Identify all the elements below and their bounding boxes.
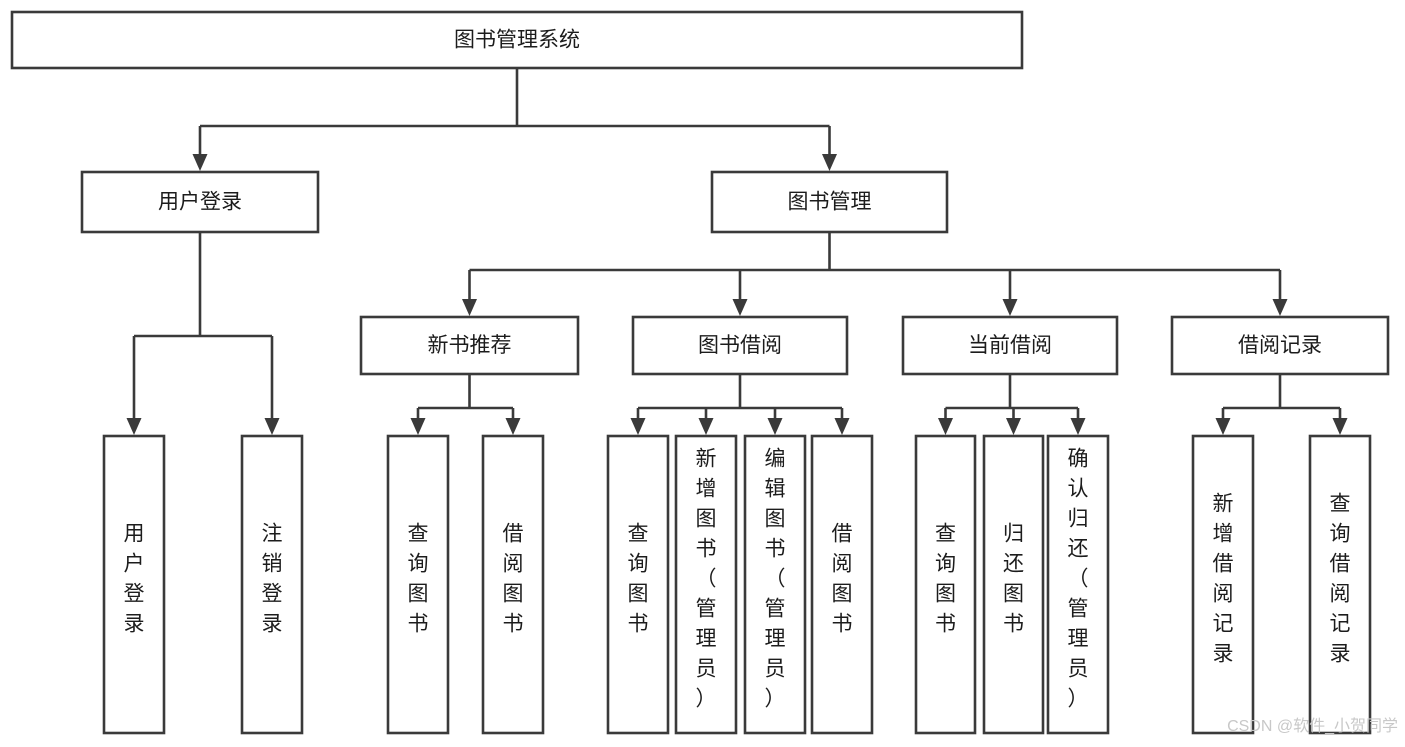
node-leaf-query-book-2[interactable]: 查询图书 bbox=[606, 434, 670, 735]
node-leaf-user-logout-box bbox=[240, 434, 304, 735]
node-layer: 图书管理系统用户登录图书管理新书推荐图书借阅当前借阅借阅记录用户登录注销登录查询… bbox=[10, 10, 1390, 735]
node-leaf-edit-book-box bbox=[743, 434, 807, 735]
node-leaf-borrow-book-2-label: 借阅图书 bbox=[832, 523, 853, 636]
node-leaf-return-book-box bbox=[982, 434, 1045, 735]
node-new-book-recommend-box bbox=[359, 315, 580, 376]
node-leaf-add-book-box bbox=[674, 434, 738, 735]
node-leaf-edit-book[interactable]: 编辑图书（管理员） bbox=[743, 434, 807, 735]
node-leaf-borrow-book-1-label: 借阅图书 bbox=[503, 523, 524, 636]
node-leaf-query-book-1-label: 查询图书 bbox=[408, 523, 429, 636]
node-leaf-add-book[interactable]: 新增图书（管理员） bbox=[674, 434, 738, 735]
node-leaf-query-book-3-label: 查询图书 bbox=[935, 523, 956, 636]
node-leaf-add-record-label: 新增借阅记录 bbox=[1213, 493, 1234, 666]
node-user-login[interactable]: 用户登录 bbox=[80, 170, 320, 234]
node-borrow-record-box bbox=[1170, 315, 1390, 376]
node-leaf-query-book-1-box bbox=[386, 434, 450, 735]
node-leaf-add-record[interactable]: 新增借阅记录 bbox=[1191, 434, 1255, 735]
watermark-label: CSDN @软件_小贺同学 bbox=[1227, 717, 1398, 735]
node-leaf-borrow-book-1[interactable]: 借阅图书 bbox=[481, 434, 545, 735]
node-borrow-record[interactable]: 借阅记录 bbox=[1170, 315, 1390, 376]
node-leaf-query-book-2-box bbox=[606, 434, 670, 735]
node-book-management-label: 图书管理 bbox=[788, 191, 872, 214]
node-book-borrow[interactable]: 图书借阅 bbox=[631, 315, 849, 376]
node-book-management-box bbox=[710, 170, 949, 234]
node-leaf-query-record-box bbox=[1308, 434, 1372, 735]
node-leaf-confirm-return[interactable]: 确认归还（管理员） bbox=[1046, 434, 1110, 735]
node-leaf-return-book[interactable]: 归还图书 bbox=[982, 434, 1045, 735]
node-new-book-recommend[interactable]: 新书推荐 bbox=[359, 315, 580, 376]
node-root[interactable]: 图书管理系统 bbox=[10, 10, 1024, 70]
node-leaf-edit-book-label: 编辑图书（管理员） bbox=[765, 448, 786, 711]
node-user-login-label: 用户登录 bbox=[158, 191, 242, 214]
node-leaf-add-record-box bbox=[1191, 434, 1255, 735]
node-leaf-query-book-2-label: 查询图书 bbox=[628, 523, 649, 636]
node-leaf-user-logout-label: 注销登录 bbox=[262, 523, 283, 636]
node-leaf-query-book-3[interactable]: 查询图书 bbox=[914, 434, 977, 735]
node-leaf-query-record[interactable]: 查询借阅记录 bbox=[1308, 434, 1372, 735]
node-leaf-query-book-1[interactable]: 查询图书 bbox=[386, 434, 450, 735]
node-book-borrow-label: 图书借阅 bbox=[698, 334, 782, 357]
connector-layer bbox=[126, 68, 1348, 435]
node-leaf-user-logout[interactable]: 注销登录 bbox=[240, 434, 304, 735]
node-root-box bbox=[10, 10, 1024, 70]
node-current-borrow-label: 当前借阅 bbox=[968, 334, 1052, 357]
node-leaf-borrow-book-2[interactable]: 借阅图书 bbox=[810, 434, 874, 735]
node-leaf-confirm-return-box bbox=[1046, 434, 1110, 735]
node-current-borrow-box bbox=[901, 315, 1119, 376]
node-leaf-confirm-return-label: 确认归还（管理员） bbox=[1068, 448, 1089, 711]
node-book-management[interactable]: 图书管理 bbox=[710, 170, 949, 234]
node-leaf-user-login[interactable]: 用户登录 bbox=[102, 434, 166, 735]
node-leaf-return-book-label: 归还图书 bbox=[1003, 523, 1024, 636]
node-root-label: 图书管理系统 bbox=[454, 29, 580, 52]
node-leaf-borrow-book-1-box bbox=[481, 434, 545, 735]
node-leaf-user-login-label: 用户登录 bbox=[124, 523, 145, 636]
node-borrow-record-label: 借阅记录 bbox=[1238, 334, 1322, 357]
node-leaf-query-record-label: 查询借阅记录 bbox=[1330, 493, 1351, 666]
node-leaf-borrow-book-2-box bbox=[810, 434, 874, 735]
node-current-borrow[interactable]: 当前借阅 bbox=[901, 315, 1119, 376]
node-user-login-box bbox=[80, 170, 320, 234]
node-leaf-query-book-3-box bbox=[914, 434, 977, 735]
node-leaf-add-book-label: 新增图书（管理员） bbox=[696, 448, 717, 711]
node-book-borrow-box bbox=[631, 315, 849, 376]
node-leaf-user-login-box bbox=[102, 434, 166, 735]
node-new-book-recommend-label: 新书推荐 bbox=[428, 334, 512, 357]
